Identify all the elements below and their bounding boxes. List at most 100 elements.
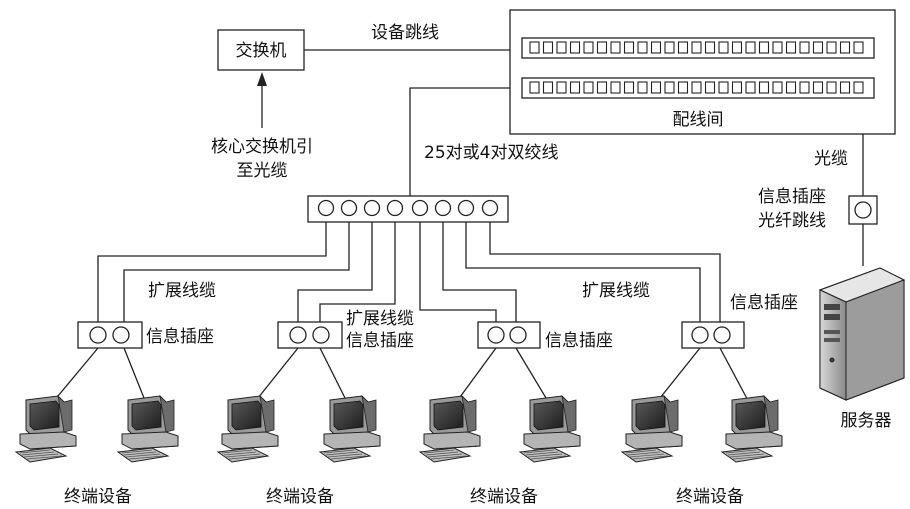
computer-icon — [15, 395, 77, 463]
fiber-cable-label: 光缆 — [814, 149, 848, 169]
core-switch-label-line1: 核心交换机引 — [211, 137, 313, 157]
patch-port-icon — [826, 41, 837, 54]
patch-port-icon — [826, 81, 837, 94]
extension-cable-label-right: 扩展线缆 — [582, 281, 650, 301]
patch-port-icon — [799, 41, 810, 54]
patch-port-icon — [745, 41, 756, 54]
patch-port-icon — [596, 81, 608, 94]
patch-port-icon — [677, 41, 689, 54]
patch-port-icon — [704, 81, 716, 94]
arrow-up-icon — [257, 72, 267, 86]
patch-port-icon — [839, 81, 851, 94]
patch-port-icon — [623, 81, 635, 94]
core-switch-label-line2: 至光缆 — [237, 161, 288, 181]
patch-port-icon — [731, 41, 743, 54]
extension-cables — [97, 212, 721, 322]
patch-port-icon — [637, 41, 648, 54]
patch-port-icon — [758, 81, 770, 94]
patch-port-icon — [623, 41, 635, 54]
patch-port-icon — [758, 41, 770, 54]
switch-box: 交换机 — [217, 29, 305, 71]
patch-port-icon — [664, 81, 675, 94]
terminal-label-2: 终端设备 — [266, 487, 334, 507]
patch-port-icon — [650, 41, 662, 54]
patch-port-icon — [853, 81, 864, 94]
patch-port-icon — [664, 41, 675, 54]
computer-icon — [519, 395, 581, 463]
patch-port-icon — [691, 41, 702, 54]
info-outlet-icon — [681, 321, 745, 349]
patch-port-icon — [569, 41, 581, 54]
patch-port-icon — [650, 81, 662, 94]
fiber-outlet-label-line2: 光纤跳线 — [758, 211, 826, 231]
terminal-label-3: 终端设备 — [470, 487, 538, 507]
computer-icon — [721, 395, 783, 463]
patch-port-icon — [799, 81, 810, 94]
patch-port-icon — [556, 81, 567, 94]
patch-port-icon — [853, 41, 864, 54]
computer-icon — [319, 395, 381, 463]
panel-port-icon — [434, 199, 452, 217]
patch-port-icon — [718, 81, 729, 94]
patch-port-icon — [529, 41, 540, 54]
wiring-closet-label: 配线间 — [673, 110, 724, 130]
patch-port-icon — [610, 81, 621, 94]
patch-port-icon — [583, 81, 594, 94]
panel-port-icon — [386, 199, 404, 217]
panel-port-icon — [411, 199, 429, 217]
terminal-label-1: 终端设备 — [64, 487, 132, 507]
fiber-outlet-icon — [848, 195, 878, 225]
patch-port-icon — [596, 41, 608, 54]
equipment-patch-label: 设备跳线 — [371, 23, 439, 43]
info-outlet-label-1: 信息插座 — [146, 327, 214, 347]
patch-port-icon — [745, 81, 756, 94]
patch-port-icon — [569, 81, 581, 94]
panel-ports — [317, 199, 499, 217]
patch-port-icon — [718, 41, 729, 54]
computer-icon — [419, 395, 481, 463]
info-outlet-label-3: 信息插座 — [545, 331, 613, 351]
patch-port-icon — [785, 41, 797, 54]
panel-port-icon — [340, 199, 358, 217]
patch-panel-icon — [521, 37, 875, 99]
extension-cable-label-left: 扩展线缆 — [148, 281, 216, 301]
switch-label: 交换机 — [236, 41, 287, 61]
patch-port-icon — [691, 81, 702, 94]
info-outlet-icon — [277, 321, 343, 349]
server-label: 服务器 — [841, 411, 892, 431]
panel-port-icon — [481, 199, 499, 217]
server-icon — [818, 267, 906, 401]
patch-port-icon — [542, 81, 554, 94]
patch-port-icon — [637, 81, 648, 94]
patch-port-icon — [731, 81, 743, 94]
patch-port-icon — [772, 41, 783, 54]
info-outlet-icon — [77, 321, 143, 349]
computer-icon — [117, 395, 179, 463]
patch-port-icon — [812, 41, 824, 54]
patch-port-icon — [704, 41, 716, 54]
patch-port-icon — [677, 81, 689, 94]
patch-port-icon — [610, 41, 621, 54]
terminal-label-4: 终端设备 — [676, 487, 744, 507]
panel-port-icon — [363, 199, 381, 217]
extension-cable-label-middle: 扩展线缆 — [346, 309, 414, 329]
patch-port-icon — [812, 81, 824, 94]
patch-port-icon — [785, 81, 797, 94]
patch-port-icon — [542, 41, 554, 54]
panel-port-icon — [317, 199, 335, 217]
backbone-cable-line — [409, 87, 510, 196]
computer-icon — [217, 395, 279, 463]
patch-port-icon — [556, 41, 567, 54]
patch-port-icon — [583, 41, 594, 54]
backbone-cable-label: 25对或4对双绞线 — [424, 143, 558, 163]
distribution-panel — [307, 195, 509, 223]
info-outlet-label-server: 信息插座 — [730, 293, 798, 313]
patch-port-icon — [529, 81, 540, 94]
info-outlet-label-2: 信息插座 — [346, 331, 414, 351]
info-outlet-icon — [477, 321, 541, 349]
panel-port-icon — [457, 199, 475, 217]
wiring-closet: 配线间 — [509, 9, 896, 135]
fiber-outlet-label-line1: 信息插座 — [758, 187, 826, 207]
